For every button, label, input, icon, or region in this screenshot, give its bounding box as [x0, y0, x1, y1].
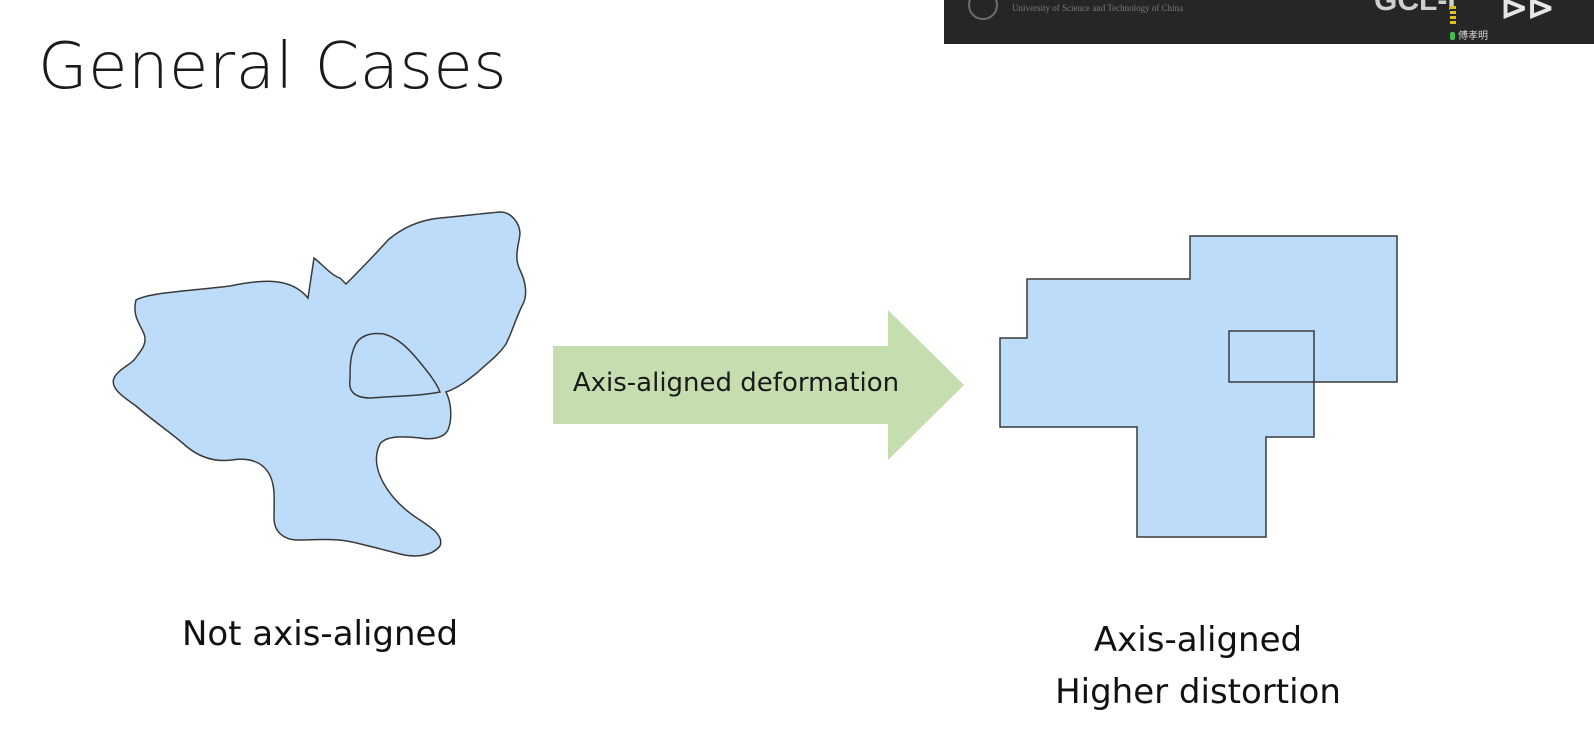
- inner-rectangle: [1228, 330, 1315, 383]
- inner-loop: [348, 332, 442, 399]
- page-title: General Cases: [38, 30, 508, 104]
- mic-level-icon: [1450, 6, 1456, 26]
- deformation-arrow: [553, 310, 964, 460]
- bilibili-logo-icon: ⊳⊳: [1500, 0, 1555, 27]
- speaker-name: 傅孝明: [1450, 27, 1488, 42]
- right-caption-line1: Axis-aligned: [1093, 620, 1303, 660]
- right-caption: Axis-aligned Higher distortion: [1018, 614, 1378, 718]
- irregular-shape: [112, 211, 527, 557]
- arrow-label: Axis-aligned deformation: [572, 368, 900, 398]
- right-caption-line2: Higher distortion: [1055, 672, 1341, 712]
- university-name: University of Science and Technology of …: [1012, 3, 1184, 13]
- video-overlay: University of Science and Technology of …: [944, 0, 1594, 44]
- axis-aligned-shape: [999, 235, 1398, 538]
- left-caption: Not axis-aligned: [181, 614, 459, 654]
- university-logo-icon: [968, 0, 998, 20]
- course-tag: GCL-I: [1374, 0, 1456, 17]
